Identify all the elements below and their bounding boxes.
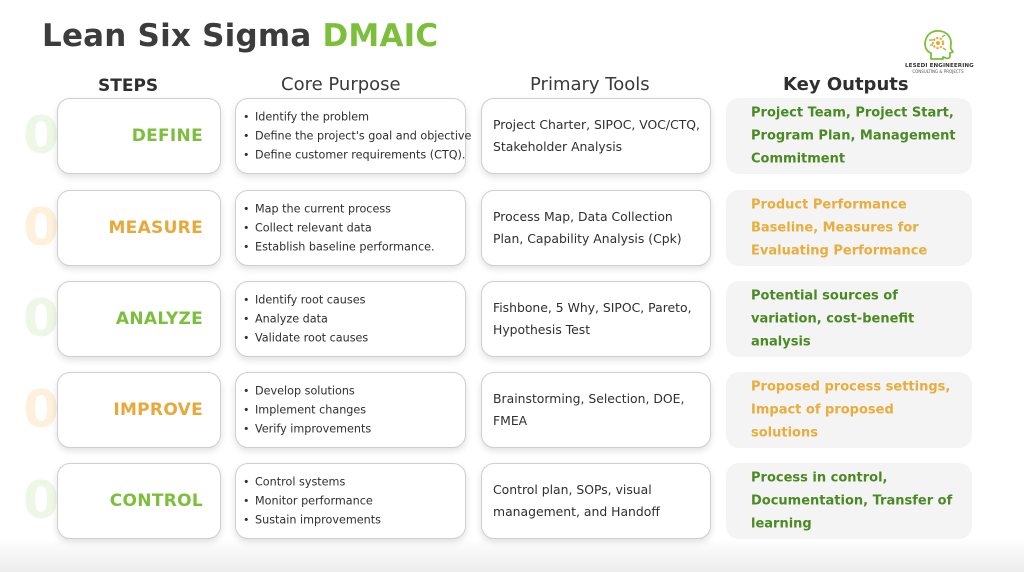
step-card-improve: IMPROVE	[57, 372, 221, 448]
primary-tools-card: Control plan, SOPs, visual management, a…	[481, 463, 711, 539]
primary-tools-card: Process Map, Data Collection Plan, Capab…	[481, 190, 711, 266]
purpose-list: Identify root causesAnalyze dataValidate…	[243, 291, 368, 348]
key-outputs-card: Potential sources of variation, cost-ben…	[726, 281, 972, 357]
purpose-item: Establish baseline performance.	[243, 238, 435, 257]
purpose-item: Monitor performance	[243, 492, 381, 511]
header-primary-tools: Primary Tools	[530, 74, 650, 95]
step-name: IMPROVE	[113, 400, 203, 420]
company-logo: LESEDI ENGINEERING CONSULTING & PROJECTS	[905, 28, 974, 74]
step-name: DEFINE	[131, 126, 203, 146]
primary-tools-card: Project Charter, SIPOC, VOC/CTQ, Stakeho…	[481, 98, 711, 174]
outputs-text: Project Team, Project Start, Program Pla…	[751, 105, 956, 167]
tools-text: Project Charter, SIPOC, VOC/CTQ, Stakeho…	[493, 117, 700, 154]
step-card-define: DEFINE	[57, 98, 221, 174]
purpose-item: Define customer requirements (CTQ).	[243, 146, 471, 165]
purpose-item: Map the current process	[243, 200, 435, 219]
tools-text: Control plan, SOPs, visual management, a…	[493, 482, 660, 519]
step-card-analyze: ANALYZE	[57, 281, 221, 357]
purpose-item: Define the project's goal and objective	[243, 127, 471, 146]
purpose-item: Implement changes	[243, 401, 371, 420]
tools-text: Process Map, Data Collection Plan, Capab…	[493, 209, 682, 246]
purpose-list: Control systemsMonitor performanceSustai…	[243, 473, 381, 530]
page-title: Lean Six Sigma DMAIC	[42, 18, 438, 54]
brain-head-gear-icon	[924, 29, 954, 60]
purpose-item: Identify root causes	[243, 291, 368, 310]
core-purpose-card: Develop solutionsImplement changesVerify…	[235, 372, 466, 448]
core-purpose-card: Identify the problemDefine the project's…	[235, 98, 471, 174]
core-purpose-card: Control systemsMonitor performanceSustai…	[235, 463, 466, 539]
outputs-text: Product Performance Baseline, Measures f…	[751, 197, 928, 259]
outputs-text: Process in control, Documentation, Trans…	[751, 470, 953, 532]
step-name: ANALYZE	[115, 309, 203, 329]
header-key-outputs: Key Outputs	[783, 74, 909, 95]
primary-tools-card: Fishbone, 5 Why, SIPOC, Pareto, Hypothes…	[481, 281, 711, 357]
purpose-item: Develop solutions	[243, 382, 371, 401]
step-name: CONTROL	[109, 491, 203, 511]
header-steps: STEPS	[98, 76, 159, 96]
outputs-text: Potential sources of variation, cost-ben…	[751, 288, 915, 350]
key-outputs-card: Process in control, Documentation, Trans…	[726, 463, 972, 539]
tools-text: Fishbone, 5 Why, SIPOC, Pareto, Hypothes…	[493, 300, 692, 337]
purpose-item: Verify improvements	[243, 420, 371, 439]
outputs-text: Proposed process settings, Impact of pro…	[751, 379, 951, 441]
step-card-control: CONTROL	[57, 463, 221, 539]
purpose-item: Collect relevant data	[243, 219, 435, 238]
step-name: MEASURE	[108, 218, 203, 238]
purpose-item: Control systems	[243, 473, 381, 492]
logo-tagline: CONSULTING & PROJECTS	[912, 69, 964, 74]
purpose-item: Sustain improvements	[243, 511, 381, 530]
header-core-purpose: Core Purpose	[281, 74, 401, 95]
purpose-list: Develop solutionsImplement changesVerify…	[243, 382, 371, 439]
primary-tools-card: Brainstorming, Selection, DOE, FMEA	[481, 372, 711, 448]
title-accent: DMAIC	[322, 18, 439, 54]
purpose-item: Analyze data	[243, 310, 368, 329]
title-main: Lean Six Sigma	[42, 18, 312, 54]
purpose-list: Identify the problemDefine the project's…	[243, 108, 471, 165]
key-outputs-card: Project Team, Project Start, Program Pla…	[726, 98, 972, 174]
core-purpose-card: Identify root causesAnalyze dataValidate…	[235, 281, 466, 357]
key-outputs-card: Product Performance Baseline, Measures f…	[726, 190, 972, 266]
tools-text: Brainstorming, Selection, DOE, FMEA	[493, 391, 685, 428]
purpose-list: Map the current processCollect relevant …	[243, 200, 435, 257]
logo-name: LESEDI ENGINEERING	[905, 63, 974, 69]
step-card-measure: MEASURE	[57, 190, 221, 266]
bottom-shade	[0, 538, 1024, 572]
purpose-item: Identify the problem	[243, 108, 471, 127]
core-purpose-card: Map the current processCollect relevant …	[235, 190, 466, 266]
purpose-item: Validate root causes	[243, 329, 368, 348]
key-outputs-card: Proposed process settings, Impact of pro…	[726, 372, 972, 448]
